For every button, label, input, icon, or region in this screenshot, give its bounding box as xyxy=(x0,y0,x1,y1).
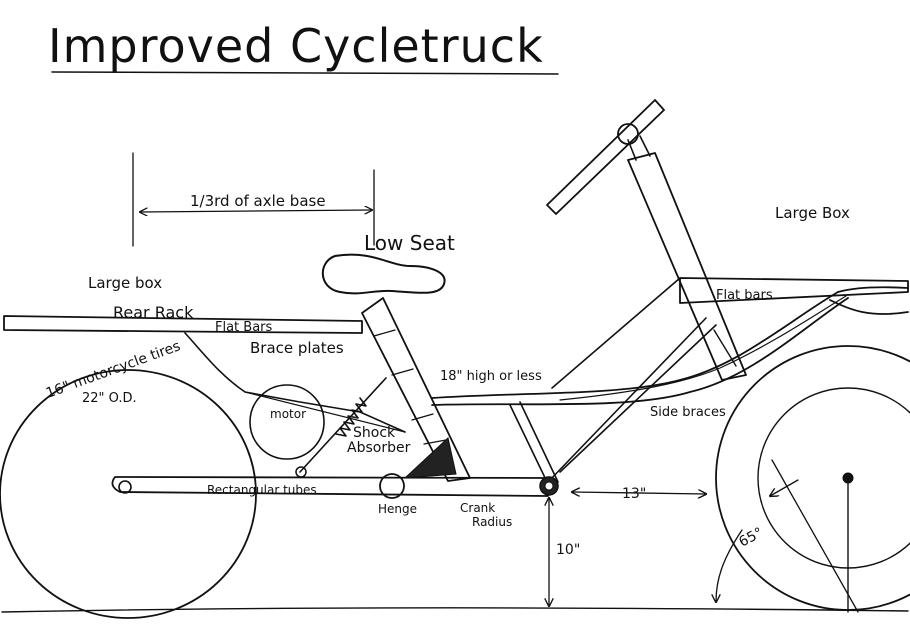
large-box-left-label: Large box xyxy=(88,274,162,292)
shock-label-line1: Shock xyxy=(353,425,396,441)
height-label: 18" high or less xyxy=(440,369,542,384)
low-seat xyxy=(321,253,446,295)
rear-rack-flat-bar xyxy=(3,315,363,334)
main-frame-upper xyxy=(431,291,839,399)
steering-axis-arrow xyxy=(770,479,799,496)
front-offset-dim-arrow xyxy=(572,492,706,494)
main-frame-lower xyxy=(431,297,849,406)
flat-bars-left-label: Flat Bars xyxy=(215,320,273,335)
side-braces-label: Side braces xyxy=(650,405,726,420)
henge-label: Henge xyxy=(378,502,417,516)
front-flat-bar xyxy=(679,277,909,304)
steering-column xyxy=(627,152,747,381)
seat-tube-rung-4 xyxy=(423,439,447,445)
drawing-title: Improved Cycletruck xyxy=(48,19,544,73)
steer-angle-label: 65° xyxy=(736,525,765,551)
large-box-right-label: Large Box xyxy=(775,204,850,222)
seat-tube-rung-3 xyxy=(411,413,434,421)
crank-label-line2: Radius xyxy=(472,515,512,529)
brace-plates-label: Brace plates xyxy=(250,339,344,357)
shock-label-line2: Absorber xyxy=(347,440,411,456)
truss-d xyxy=(509,404,549,485)
ground-clearance-label: 10" xyxy=(556,542,580,558)
axle-fraction-label: 1/3rd of axle base xyxy=(190,192,326,210)
front-hook xyxy=(829,286,909,315)
tires-label-line2: 22" O.D. xyxy=(82,391,137,406)
rear-axle-slot xyxy=(118,480,132,494)
low-seat-label: Low Seat xyxy=(364,231,455,255)
motor xyxy=(249,384,325,460)
axle-dim-arrow xyxy=(140,210,372,212)
steering-head-right xyxy=(639,135,651,157)
handlebar xyxy=(546,99,665,215)
seat-tube-rung-2 xyxy=(391,368,414,376)
front-offset-label: 13" xyxy=(622,486,646,502)
crank-label-line1: Crank xyxy=(460,501,495,515)
ground-line xyxy=(1,607,909,613)
steering-angle-arc xyxy=(716,529,743,602)
truss-c xyxy=(547,317,707,483)
shock-absorber-spring xyxy=(335,397,367,437)
front-wheel-hub-ring xyxy=(757,387,910,569)
hinge-pivot xyxy=(379,473,405,499)
shock-absorber-rod xyxy=(299,377,387,473)
side-brace-curve xyxy=(559,295,847,401)
truss-b xyxy=(559,324,717,473)
steering-head-left xyxy=(627,139,637,161)
crank-hub-inner xyxy=(544,481,554,491)
front-wheel xyxy=(715,345,910,611)
motor-label: motor xyxy=(270,407,306,421)
truss-f xyxy=(713,329,737,367)
handlebar-clamp xyxy=(617,123,639,145)
motor-belt-top xyxy=(244,391,406,433)
rectangular-tubes-label: Rectangular tubes xyxy=(207,483,317,497)
rectangular-tube xyxy=(111,476,549,497)
truss-a xyxy=(551,277,681,389)
brace-plate xyxy=(184,332,406,433)
title-underline xyxy=(51,71,559,75)
flat-bars-right-label: Flat bars xyxy=(716,288,773,303)
seat-tube-rung-1 xyxy=(373,329,396,337)
gusset-plate xyxy=(403,437,457,479)
truss-e xyxy=(519,401,559,483)
steering-axis-line xyxy=(771,459,859,613)
